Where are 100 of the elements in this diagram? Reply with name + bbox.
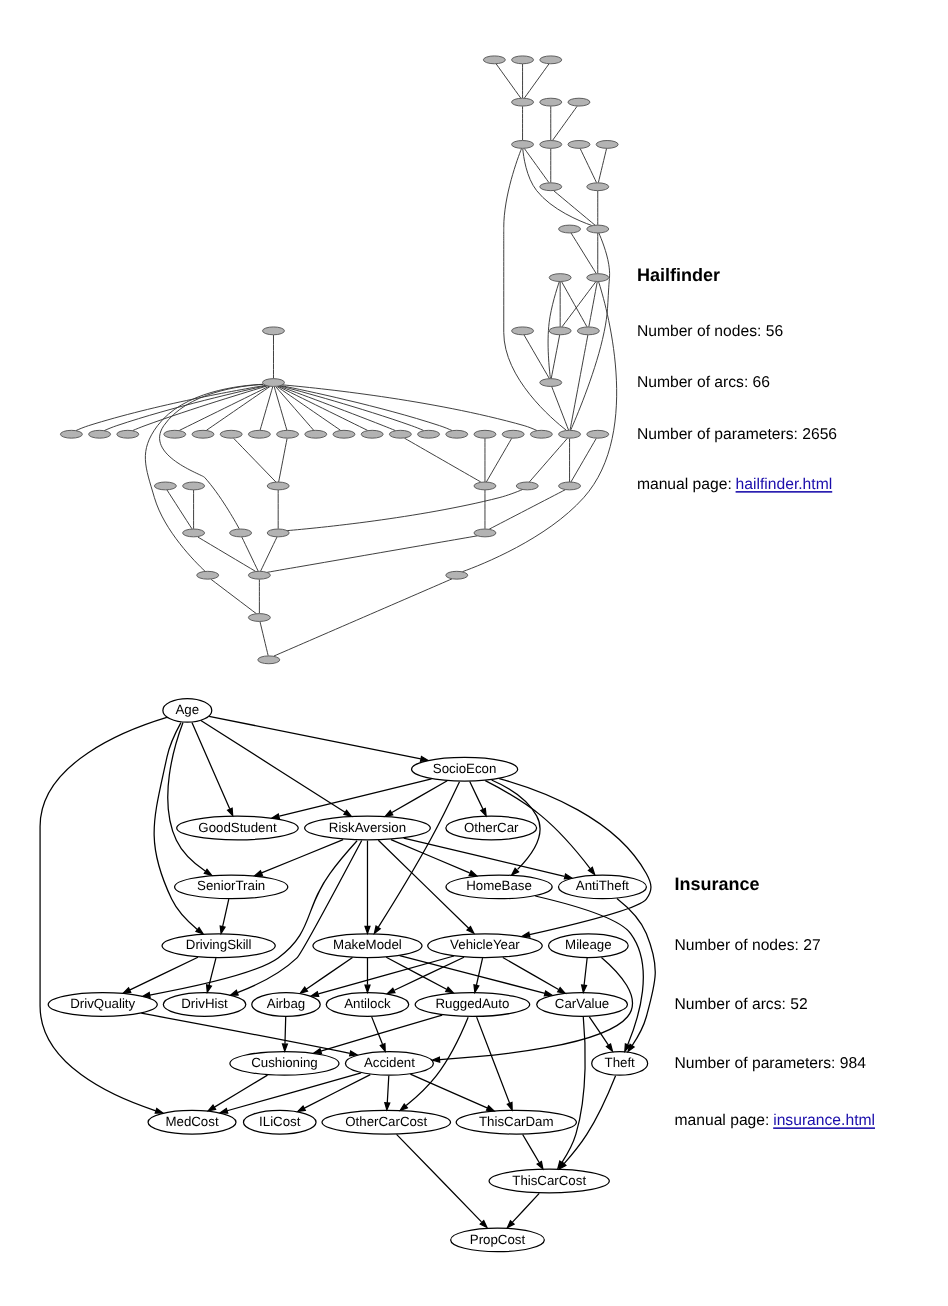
arrow: [364, 838, 371, 935]
connector: [144, 382, 264, 571]
node-ellipse: [191, 428, 215, 438]
arrow: [390, 837, 479, 876]
connector: [461, 280, 618, 572]
node-ellipse: [558, 223, 581, 233]
connector: [277, 384, 369, 430]
arrow: [399, 954, 554, 996]
connector: [132, 384, 269, 430]
arrow: [208, 714, 430, 762]
arrow: [377, 838, 476, 934]
connector: [103, 384, 267, 431]
node-ellipse: [539, 181, 563, 191]
label: Insurance: [674, 873, 760, 894]
connector: [597, 147, 607, 182]
node-ellipse: [595, 139, 619, 148]
node-ellipse: [247, 569, 271, 579]
connector: [178, 384, 270, 430]
arrow: [296, 1073, 371, 1112]
connector: [550, 333, 561, 379]
node-ellipse: [266, 527, 290, 537]
arrow: [395, 1132, 489, 1228]
node-ellipse: [445, 428, 469, 438]
label: manual page: insurance.html: [674, 1110, 876, 1129]
connector: [488, 488, 566, 529]
connector: [561, 280, 588, 327]
arrow: [364, 956, 371, 994]
node-ellipse: [539, 377, 563, 386]
node-ellipse: [304, 428, 328, 438]
node-ellipse: [473, 428, 497, 438]
connector: [547, 280, 560, 378]
arrow: [383, 1074, 391, 1111]
connector: [279, 384, 424, 430]
arrow: [371, 1015, 386, 1052]
arrow: [140, 1011, 359, 1056]
arrow: [121, 955, 199, 993]
node-ellipse: [388, 428, 412, 438]
arrow: [506, 1191, 540, 1228]
connector: [273, 385, 288, 430]
arrow: [205, 956, 217, 994]
node-ellipse: [586, 272, 610, 281]
node-ellipse: [266, 480, 290, 490]
arrow: [498, 777, 652, 937]
arrow: [502, 955, 567, 994]
node-ellipse: [247, 428, 271, 438]
node-ellipse: [473, 527, 497, 537]
node-ellipse: [515, 480, 539, 490]
arrow: [191, 720, 234, 817]
connector: [206, 384, 271, 430]
node-ellipse: [417, 428, 440, 438]
connector: [523, 147, 550, 182]
connector: [570, 436, 597, 482]
connector: [403, 436, 482, 482]
arrow: [522, 1132, 544, 1170]
arrow: [469, 779, 487, 817]
connector: [260, 535, 278, 571]
connector: [278, 436, 288, 482]
node-ellipse: [511, 54, 534, 64]
node-ellipse: [257, 654, 281, 664]
node-ellipse: [539, 139, 563, 148]
node-ellipse: [539, 96, 563, 106]
connector: [559, 280, 561, 327]
connector: [561, 280, 597, 327]
connector: [278, 384, 396, 430]
node-ellipse: [196, 569, 220, 579]
arrow: [309, 954, 455, 997]
label: manual page: hailfinder.html: [636, 474, 833, 493]
connector: [258, 577, 260, 613]
node-ellipse: [558, 428, 581, 438]
node-ellipse: [586, 428, 610, 438]
connector: [197, 535, 257, 571]
arrow: [253, 837, 344, 876]
connector: [286, 488, 524, 531]
connector: [523, 333, 550, 379]
connector: [273, 577, 453, 656]
connector: [597, 231, 599, 273]
node-ellipse: [247, 612, 271, 621]
label: Number of arcs: 52: [674, 994, 808, 1013]
node-ellipse: [576, 325, 600, 335]
node-ellipse: [558, 480, 581, 490]
arrow: [281, 1015, 289, 1052]
node-ellipse: [548, 325, 572, 335]
node-ellipse: [116, 428, 140, 438]
node-ellipse: [511, 96, 534, 106]
node-ellipse: [163, 428, 187, 438]
connector: [266, 534, 478, 572]
connector: [570, 231, 611, 430]
node-ellipse: [262, 325, 285, 335]
node-ellipse: [445, 569, 469, 579]
arrow: [580, 956, 588, 994]
node-ellipse: [567, 139, 591, 148]
node-ellipse: [529, 428, 553, 438]
connector: [524, 62, 550, 98]
arrow: [373, 780, 461, 934]
connector: [522, 147, 593, 225]
connector: [273, 333, 274, 379]
connector: [277, 488, 279, 529]
connector: [570, 231, 597, 273]
arrow: [398, 1015, 469, 1111]
arrow: [167, 720, 214, 876]
